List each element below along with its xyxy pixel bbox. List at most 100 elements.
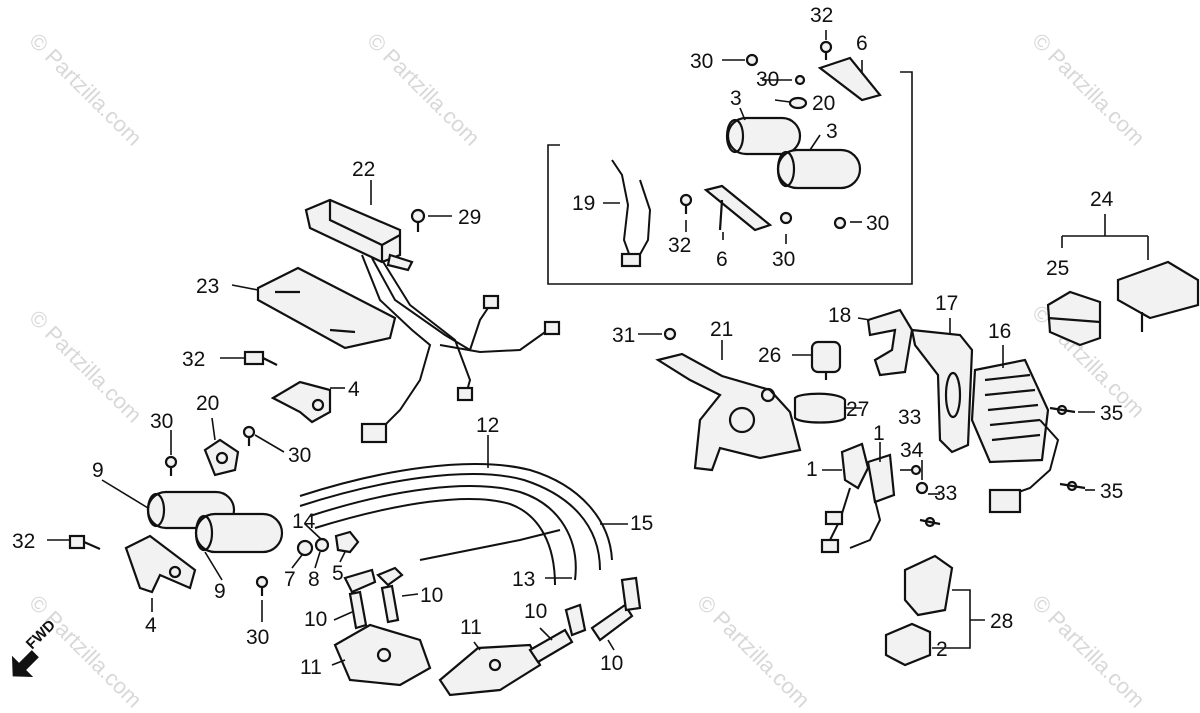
- callout-19: 19: [572, 192, 595, 215]
- callout-10: 10: [524, 600, 547, 623]
- callout-30: 30: [690, 50, 713, 73]
- relay-26: [810, 340, 842, 380]
- callout-28: 28: [990, 610, 1013, 633]
- callout-30: 30: [772, 248, 795, 271]
- callout-30: 30: [756, 68, 779, 91]
- screw-33-b: [919, 516, 941, 528]
- callout-24: 24: [1090, 188, 1114, 211]
- callout-11: 11: [300, 656, 322, 679]
- bracket-21: [655, 352, 802, 472]
- callout-32: 32: [182, 348, 205, 371]
- inset-frame: [547, 71, 913, 285]
- coil-3-a: [725, 116, 802, 156]
- plug-cap-10-c: [528, 603, 587, 664]
- callout-12: 12: [476, 414, 499, 437]
- plug-cap-11-b: [438, 643, 542, 697]
- bracket-leader-28: [932, 589, 985, 649]
- callout-3: 3: [826, 120, 838, 143]
- unit-22: [304, 198, 414, 272]
- callout-9: 9: [92, 459, 104, 482]
- callout-32: 32: [12, 530, 35, 553]
- switch-1: [820, 442, 896, 554]
- screw-33-a: [910, 464, 922, 476]
- screw-30-b: [794, 74, 806, 86]
- harness-22: [360, 254, 561, 444]
- callout-33: 33: [934, 482, 957, 505]
- callout-10: 10: [600, 652, 623, 675]
- bracket-17: [910, 328, 974, 454]
- callout-20: 20: [196, 392, 219, 415]
- plug-cap-10-d: [590, 576, 642, 642]
- callout-15: 15: [630, 512, 653, 535]
- callout-1: 1: [806, 458, 818, 481]
- bracket-leader-24: [1061, 214, 1149, 260]
- cap-5: [334, 530, 360, 554]
- bolt-32-inset: [679, 193, 693, 214]
- callout-8: 8: [308, 568, 320, 591]
- callout-18: 18: [828, 304, 851, 327]
- bolt-32-left: [243, 350, 278, 366]
- callout-17: 17: [935, 292, 958, 315]
- harness-19: [611, 159, 652, 268]
- bracket-4-bottom: [124, 534, 197, 594]
- callout-4: 4: [145, 614, 157, 637]
- callout-22: 22: [352, 158, 375, 181]
- callout-14: 14: [292, 510, 316, 533]
- callout-1: 1: [873, 422, 885, 445]
- screw-30-a: [745, 53, 759, 67]
- callout-20: 20: [812, 92, 835, 115]
- callout-32: 32: [668, 234, 691, 257]
- bracket-6-top: [817, 56, 882, 102]
- callout-23: 23: [196, 275, 219, 298]
- bolt-31: [663, 327, 677, 341]
- callout-11: 11: [460, 616, 482, 639]
- callout-30: 30: [150, 410, 173, 433]
- callout-35: 35: [1100, 402, 1123, 425]
- bolt-32-far-left: [68, 534, 101, 551]
- callout-30: 30: [866, 212, 889, 235]
- band-27: [793, 392, 847, 424]
- plug-cap-11-a: [333, 623, 432, 687]
- callout-21: 21: [710, 318, 733, 341]
- callout-13: 13: [512, 568, 535, 591]
- plate-23: [256, 266, 397, 350]
- screw-30-d: [833, 216, 847, 230]
- washer-20-top: [788, 96, 808, 110]
- coil-3-b: [776, 148, 862, 190]
- plug-cap-10-b: [376, 566, 404, 624]
- leads-12: [299, 463, 613, 586]
- fwd-label: FWD: [23, 617, 59, 653]
- bracket-6-inset: [703, 184, 773, 232]
- washer-7: [296, 539, 314, 557]
- clamp-20-left: [203, 438, 240, 477]
- cover-28: [903, 554, 954, 617]
- callout-27: 27: [846, 398, 869, 421]
- callout-29: 29: [458, 206, 481, 229]
- callout-10: 10: [304, 608, 327, 631]
- callout-7: 7: [284, 568, 296, 591]
- callout-30: 30: [246, 626, 269, 649]
- callout-6: 6: [716, 248, 728, 271]
- callout-25: 25: [1046, 257, 1069, 280]
- screw-30-left-b: [164, 455, 178, 476]
- bracket-4-top: [270, 380, 332, 424]
- screw-30-left-a: [242, 425, 256, 446]
- callout-6: 6: [856, 32, 868, 55]
- cover-25: [1046, 290, 1102, 347]
- washer-8: [314, 537, 330, 553]
- callout-33: 33: [898, 406, 921, 429]
- callout-32: 32: [810, 4, 833, 27]
- callout-3: 3: [730, 87, 742, 110]
- cap-2: [884, 622, 932, 667]
- bolt-35-b: [1059, 480, 1086, 492]
- callout-26: 26: [758, 344, 781, 367]
- bolt-35-a: [1049, 404, 1076, 416]
- fwd-arrow: FWD: [11, 617, 59, 678]
- callout-34: 34: [900, 439, 924, 462]
- callout-2: 2: [936, 638, 948, 661]
- callout-31: 31: [612, 324, 635, 347]
- regulator-16: [970, 358, 1060, 514]
- coil-9-b: [194, 512, 284, 554]
- screw-30-c: [779, 211, 793, 225]
